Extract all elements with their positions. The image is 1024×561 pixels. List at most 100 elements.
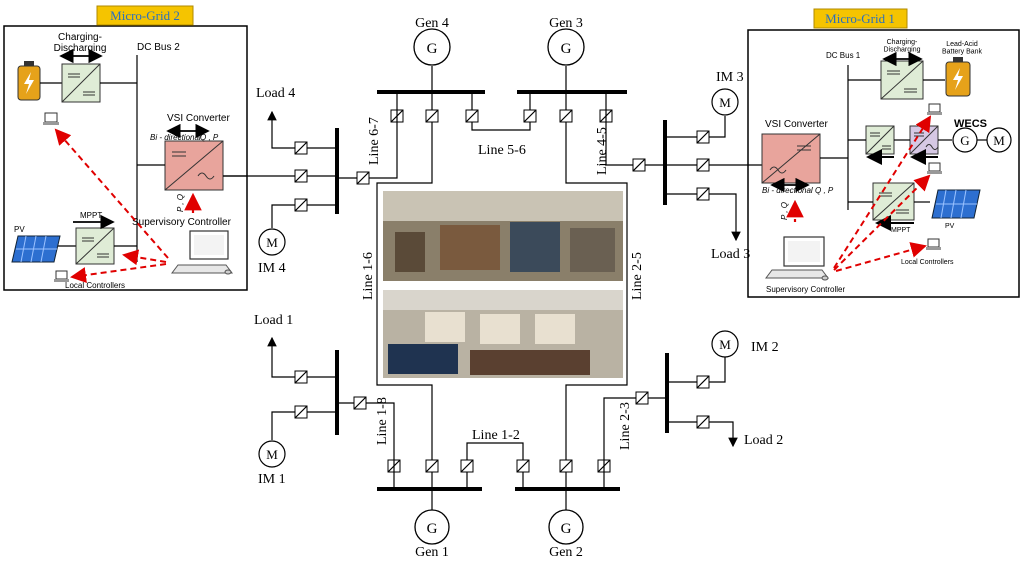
breaker (559, 459, 573, 473)
lab-photo-bottom (383, 290, 623, 378)
breaker (523, 109, 537, 123)
gen-3: G Gen 3 (547, 16, 585, 66)
pv-panel-icon (11, 235, 61, 263)
line-1-2-label: Line 1-2 (472, 428, 520, 443)
local-controller-icon (927, 103, 942, 115)
line-6-7-label: Line 6-7 (367, 117, 382, 165)
supervisory-computer-icon (765, 236, 829, 281)
mppt-converter-icon (872, 182, 915, 221)
microgrid-1-frame (747, 29, 1020, 298)
pv-panel-icon (931, 189, 981, 219)
breaker (425, 459, 439, 473)
load-4-label: Load 4 (256, 86, 295, 101)
mg2-vsi-label: VSI Converter (167, 113, 230, 124)
vsi-converter-icon (761, 133, 821, 184)
svg-text:M: M (993, 133, 1005, 148)
local-controller-icon (926, 238, 941, 250)
svg-text:M: M (266, 447, 278, 462)
mg2-charging-label: Charging-Discharging (54, 32, 107, 54)
line-1-8-label: Line 1-8 (375, 397, 390, 445)
im-1-label: IM 1 (258, 472, 286, 487)
svg-text:M: M (719, 337, 731, 352)
vsi-converter-icon (164, 140, 224, 191)
wecs-generator-icon: G (952, 127, 978, 153)
local-controller-icon (927, 162, 942, 174)
mg2-pq-label: P , Q (176, 194, 185, 212)
breaker (356, 171, 370, 185)
load-2-label: Load 2 (744, 433, 783, 448)
im-3-label: IM 3 (716, 70, 744, 85)
breaker (559, 109, 573, 123)
load-1-label: Load 1 (254, 313, 293, 328)
load-3-label: Load 3 (711, 247, 750, 262)
breaker (635, 391, 649, 405)
breaker (294, 169, 308, 183)
breaker (294, 198, 308, 212)
breaker (465, 109, 479, 123)
mg1-vsi-label: VSI Converter (765, 119, 828, 130)
line-2-3-label: Line 2-3 (618, 402, 633, 450)
line-1-6-label: Line 1-6 (361, 252, 376, 300)
im-4-label: IM 4 (258, 261, 286, 276)
breaker (294, 141, 308, 155)
lab-photo-top (383, 191, 623, 281)
mg1-charging-label: Charging-Discharging (884, 39, 921, 54)
im-2: M IM 2 (711, 330, 779, 358)
im-4: M IM 4 (258, 228, 286, 276)
supervisory-computer-icon (171, 230, 233, 275)
breaker (460, 459, 474, 473)
gen-3-label: Gen 3 (549, 16, 583, 31)
im-3: M IM 3 (711, 70, 744, 116)
breaker (294, 405, 308, 419)
mg1-wecs-label: WECS (954, 118, 987, 130)
gen-1: G Gen 1 (414, 509, 450, 560)
mg2-pv-label: PV (14, 225, 25, 234)
svg-text:G: G (427, 41, 438, 57)
breaker (294, 370, 308, 384)
mg2-bidir-label: Bi - directional (150, 133, 201, 142)
mg2-supervisory-label: Supervisory Controller (132, 217, 232, 228)
line-2-5-label: Line 2-5 (630, 252, 645, 300)
wecs-motor-icon: M (986, 127, 1012, 153)
im-2-label: IM 2 (751, 340, 779, 355)
svg-text:G: G (561, 41, 572, 57)
mg1-pv-label: PV (945, 223, 955, 230)
svg-text:G: G (960, 133, 969, 148)
gen-2: G Gen 2 (548, 509, 584, 560)
battery-icon (945, 57, 971, 97)
dc-dc-converter-icon (880, 60, 924, 100)
breaker (632, 158, 646, 172)
mppt-converter-icon (75, 227, 115, 265)
mg1-bidir-label: Bi - directional (762, 186, 813, 195)
dc-dc-converter-icon (61, 63, 101, 103)
breaker (696, 375, 710, 389)
line-4-5-label: Line 4-5 (595, 127, 610, 175)
microgrid-2-title-box (96, 5, 194, 26)
breaker (353, 396, 367, 410)
microgrid-2-frame (3, 25, 248, 291)
gen-4-label: Gen 4 (415, 16, 449, 31)
svg-text:M: M (266, 235, 278, 250)
breaker (696, 415, 710, 429)
mg1-local-label: Local Controllers (901, 259, 954, 266)
dc-bus-1-label: DC Bus 1 (826, 51, 861, 60)
microgrid-1-title-box (813, 8, 908, 29)
battery-icon (17, 61, 41, 101)
svg-text:G: G (427, 521, 438, 537)
microgrid-2-title: Micro-Grid 2 (110, 8, 180, 23)
breaker (425, 109, 439, 123)
mg1-mppt-label: MPPT (891, 227, 911, 234)
mg2-mppt-label: MPPT (80, 211, 102, 220)
gen-1-label: Gen 1 (415, 545, 449, 560)
gen-4: G Gen 4 (413, 16, 451, 66)
breaker (696, 158, 710, 172)
local-controller-icon (43, 112, 59, 125)
gen-2-label: Gen 2 (549, 545, 583, 560)
mg2-qp-label: Q , P (200, 133, 219, 142)
breaker (696, 130, 710, 144)
mg1-supervisory-label: Supervisory Controller (766, 285, 845, 294)
breaker (516, 459, 530, 473)
dc-bus-2-label: DC Bus 2 (137, 42, 180, 53)
